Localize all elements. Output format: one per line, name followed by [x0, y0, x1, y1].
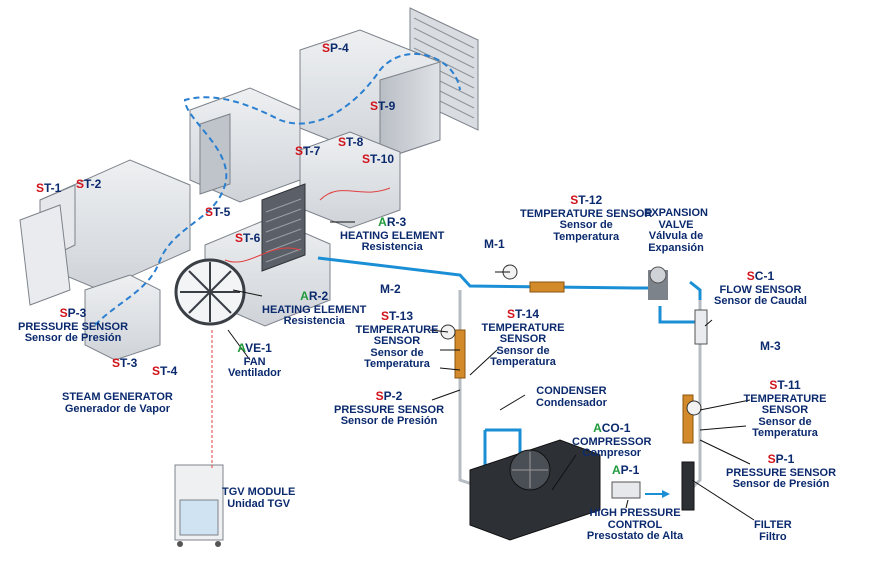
label-compressor: ACO-1 COMPRESSOR Compresor [572, 421, 652, 460]
label-m3: M-3 [760, 339, 781, 353]
label-st2: ST-2 [76, 177, 102, 191]
duct-train [19, 7, 479, 361]
label-heating-element-3: AR-3 HEATING ELEMENT Resistencia [340, 215, 445, 254]
label-steam-generator: STEAM GENERATOR Generador de Vapor [62, 391, 173, 415]
label-sp1: SP-1 PRESSURE SENSOR Sensor de Presión [726, 452, 837, 491]
inlet-box [19, 204, 71, 306]
label-m2: M-2 [380, 282, 401, 296]
label-high-pressure: HIGH PRESSURE CONTROL Presostato de Alta [586, 507, 684, 543]
expansion-valve-body [648, 266, 668, 300]
suction-line [317, 256, 641, 290]
st13-pipe [454, 329, 466, 379]
label-heating-element-2: AR-2 HEATING ELEMENT Resistencia [262, 289, 367, 328]
label-st6: ST-6 [235, 231, 261, 245]
label-st4: ST-4 [152, 364, 178, 378]
label-fan: AVE-1 FAN Ventilador [228, 341, 282, 380]
label-st11: ST-11 TEMPERATURE SENSOR Sensor de Tempe… [743, 378, 827, 440]
label-condenser: CONDENSER Condensador [536, 385, 607, 409]
label-st8: ST-8 [338, 135, 364, 149]
label-st7: ST-7 [295, 144, 321, 158]
steam-generator-box [84, 274, 161, 361]
label-st10: ST-10 [362, 152, 395, 166]
label-sc1: SC-1 FLOW SENSOR Sensor de Caudal [714, 269, 807, 308]
label-st14: ST-14 TEMPERATURE SENSOR Sensor de Tempe… [481, 307, 565, 369]
label-sp2: SP-2 PRESSURE SENSOR Sensor de Presión [334, 389, 445, 428]
label-m1: M-1 [484, 237, 505, 251]
air-flow-path [94, 53, 461, 326]
tgv-module-body [174, 464, 224, 547]
meter-m3 [686, 400, 702, 416]
filter-body [681, 461, 695, 511]
label-st12: ST-12 TEMPERATURE SENSOR Sensor de Tempe… [520, 193, 653, 243]
label-expansion-valve: EXPANSION VALVE Válvula de Expansión [644, 207, 708, 254]
label-st9: ST-9 [370, 99, 396, 113]
label-filter: FILTER Filtro [754, 519, 792, 543]
label-sp4: SP-4 [322, 41, 349, 55]
label-sp3: SP-3 PRESSURE SENSOR Sensor de Presión [18, 306, 129, 345]
label-st5: ST-5 [205, 205, 231, 219]
leader-lines [227, 221, 755, 521]
label-st13: ST-13 TEMPERATURE SENSOR Sensor de Tempe… [355, 309, 439, 371]
condensing-unit [469, 439, 601, 541]
label-st3: ST-3 [112, 356, 138, 370]
st12-pipe [529, 281, 565, 293]
flow-sensor-body [694, 309, 708, 345]
label-st1: ST-1 [36, 181, 62, 195]
high-pressure-switch [611, 481, 641, 499]
st11-pipe [682, 394, 694, 444]
label-ap1: AP-1 [612, 463, 640, 477]
heater-wire [224, 247, 301, 263]
label-tgv-module: TGV MODULE Unidad TGV [222, 486, 296, 510]
